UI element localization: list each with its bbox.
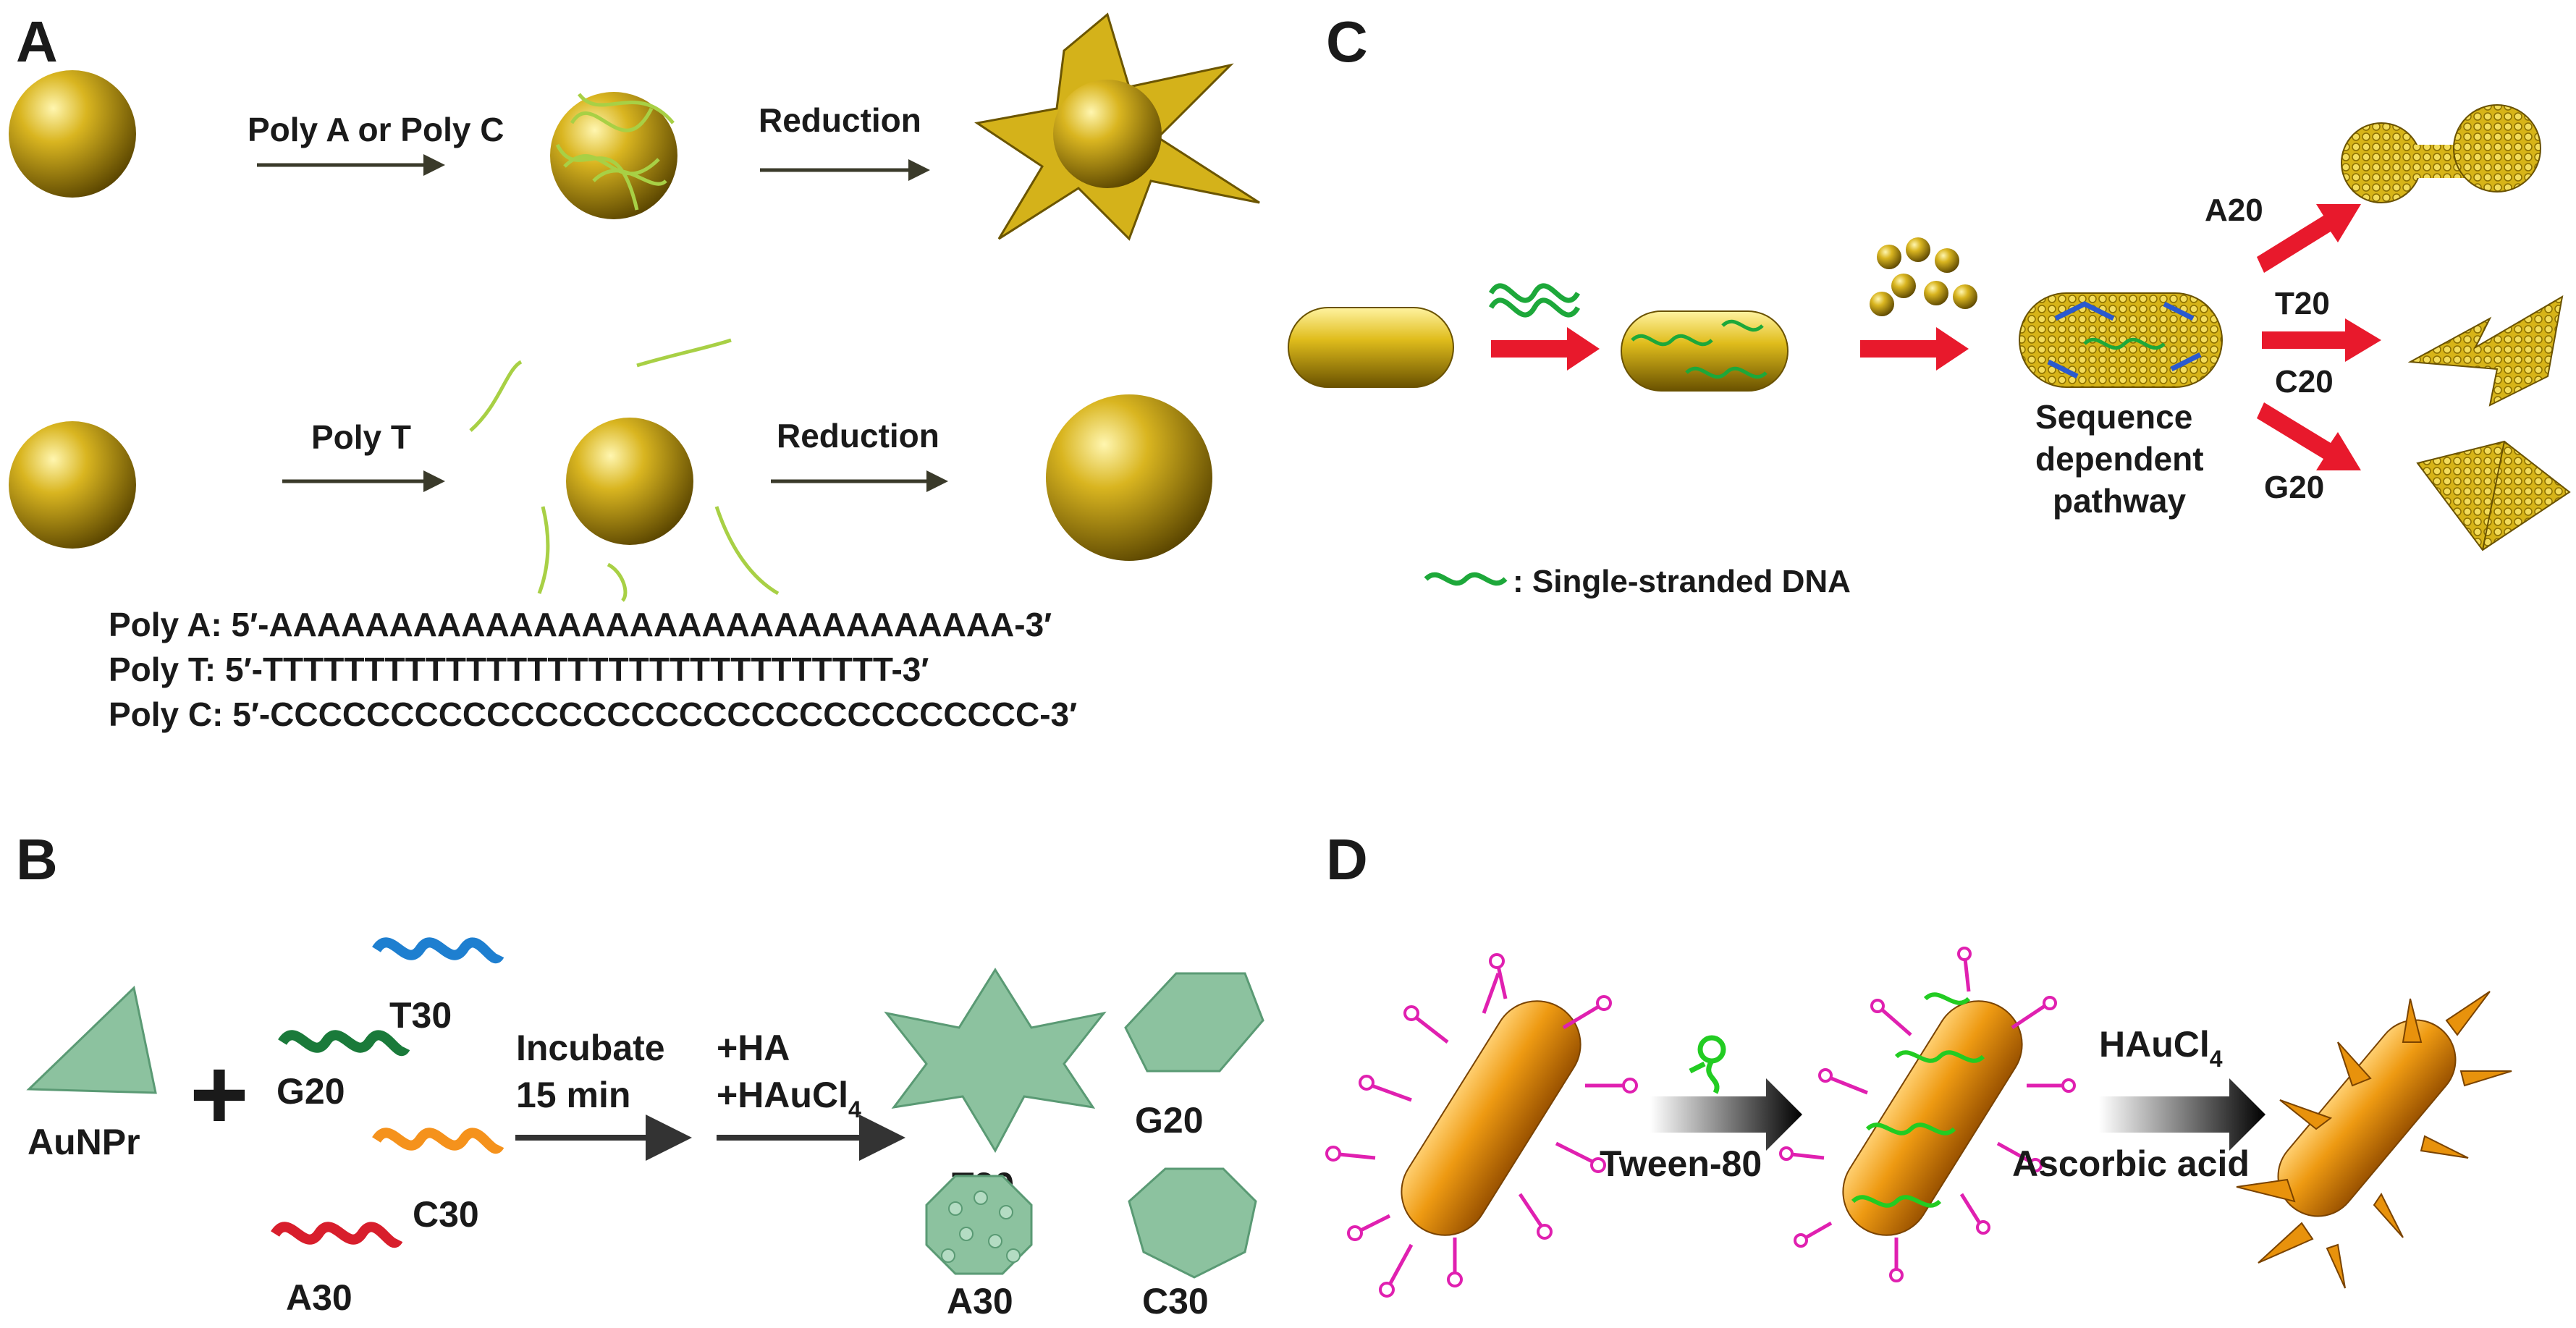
red-arrow: [1860, 327, 1969, 371]
reduction-label-2: Reduction: [777, 417, 939, 454]
strand-a30-label: A30: [286, 1277, 352, 1318]
strand-g20-label: G20: [276, 1071, 345, 1112]
sequence-poly-a: Poly A: 5′-AAAAAAAAAAAAAAAAAAAAAAAAAAAAA…: [109, 606, 1052, 643]
pathway-line-2: dependent: [2035, 440, 2204, 478]
legend-label: : Single-stranded DNA: [1513, 564, 1851, 599]
gold-nanosphere: [9, 421, 136, 549]
strand-c30: [372, 1128, 504, 1154]
nanostar-product: [974, 12, 1260, 241]
octagon-product: [1128, 1167, 1257, 1279]
strand-t30: [372, 937, 504, 963]
poly-t-label: Poly T: [311, 418, 411, 456]
tween-molecule-icon: [1689, 1035, 1726, 1094]
dna-coated-sphere: [550, 92, 677, 219]
plus-sign: +: [190, 1037, 249, 1151]
octahedron-product: [2416, 440, 2571, 551]
strand-a30: [271, 1222, 403, 1248]
branch-g20: G20: [2264, 470, 2324, 505]
red-arrow-g20: [2257, 402, 2361, 470]
product-c30-label: C30: [1142, 1281, 1209, 1321]
strand-t30-label: T30: [389, 995, 452, 1036]
strand-g20: [278, 1030, 410, 1056]
branch-a20: A20: [2205, 193, 2263, 228]
red-arrow: [1491, 327, 1600, 371]
product-a30-label: A30: [947, 1281, 1013, 1321]
branch-t20: T20: [2275, 286, 2330, 321]
red-arrow-t20-c20: [2262, 318, 2381, 362]
aunpr-label: AuNPr: [28, 1122, 140, 1162]
nanoprism-seed: [26, 986, 157, 1094]
sequence-poly-c: Poly C: 5′-CCCCCCCCCCCCCCCCCCCCCCCCCCCCC…: [109, 695, 1078, 733]
poly-a-or-c-label: Poly A or Poly C: [248, 111, 504, 148]
hexagram-product: [884, 968, 1107, 1154]
ssdna-icon: [1488, 283, 1581, 318]
pathway-line-1: Sequence: [2035, 398, 2192, 436]
product-g20-label: G20: [1135, 1100, 1204, 1141]
hexagon-product: [1124, 972, 1264, 1073]
panel-c-label: C: [1326, 9, 1368, 74]
gold-seed-cluster: [1870, 237, 1977, 316]
incubate-time-label: 15 min: [516, 1075, 630, 1115]
decorated-octagon-product: [925, 1175, 1033, 1275]
bipyramid-product: [2407, 295, 2564, 407]
gradient-arrow: [1650, 1078, 1802, 1151]
red-arrow-a20: [2257, 204, 2361, 273]
branch-c20: C20: [2275, 364, 2334, 399]
haucl4-label: +HAuCl4: [717, 1075, 861, 1122]
gold-nanosphere: [9, 70, 136, 198]
dumbbell-product: [2341, 104, 2541, 203]
ssdna-legend-icon: [1424, 572, 1508, 586]
panel-d-label: D: [1326, 827, 1368, 892]
sequence-poly-t: Poly T: 5′-TTTTTTTTTTTTTTTTTTTTTTTTTTTTT…: [109, 651, 929, 688]
strand-c30-label: C30: [413, 1194, 479, 1235]
dna-sphere-unbound: [469, 338, 780, 602]
tween-coated-nanorod: [1779, 947, 2076, 1282]
dna-coated-nanorod: [1621, 310, 1789, 392]
ascorbic-acid-label: Ascorbic acid: [2012, 1143, 2250, 1184]
large-gold-sphere: [1046, 394, 1212, 561]
panel-a-label: A: [16, 9, 58, 74]
incubate-label: Incubate: [516, 1028, 665, 1068]
panel-b-label: B: [16, 827, 58, 892]
pathway-line-3: pathway: [2053, 482, 2186, 520]
tween-label: Tween-80: [1600, 1143, 1762, 1184]
haucl4-label-d: HAuCl4: [2099, 1024, 2223, 1072]
gradient-arrow: [2099, 1078, 2265, 1151]
reduction-label-1: Reduction: [759, 101, 921, 139]
ha-label: +HA: [717, 1028, 790, 1068]
intermediate-nanorod: [2019, 292, 2223, 388]
gold-nanorod: [1288, 307, 1454, 388]
ctab-coated-nanorod: [1325, 953, 1638, 1298]
spiky-nanorod-product: [2236, 991, 2512, 1289]
